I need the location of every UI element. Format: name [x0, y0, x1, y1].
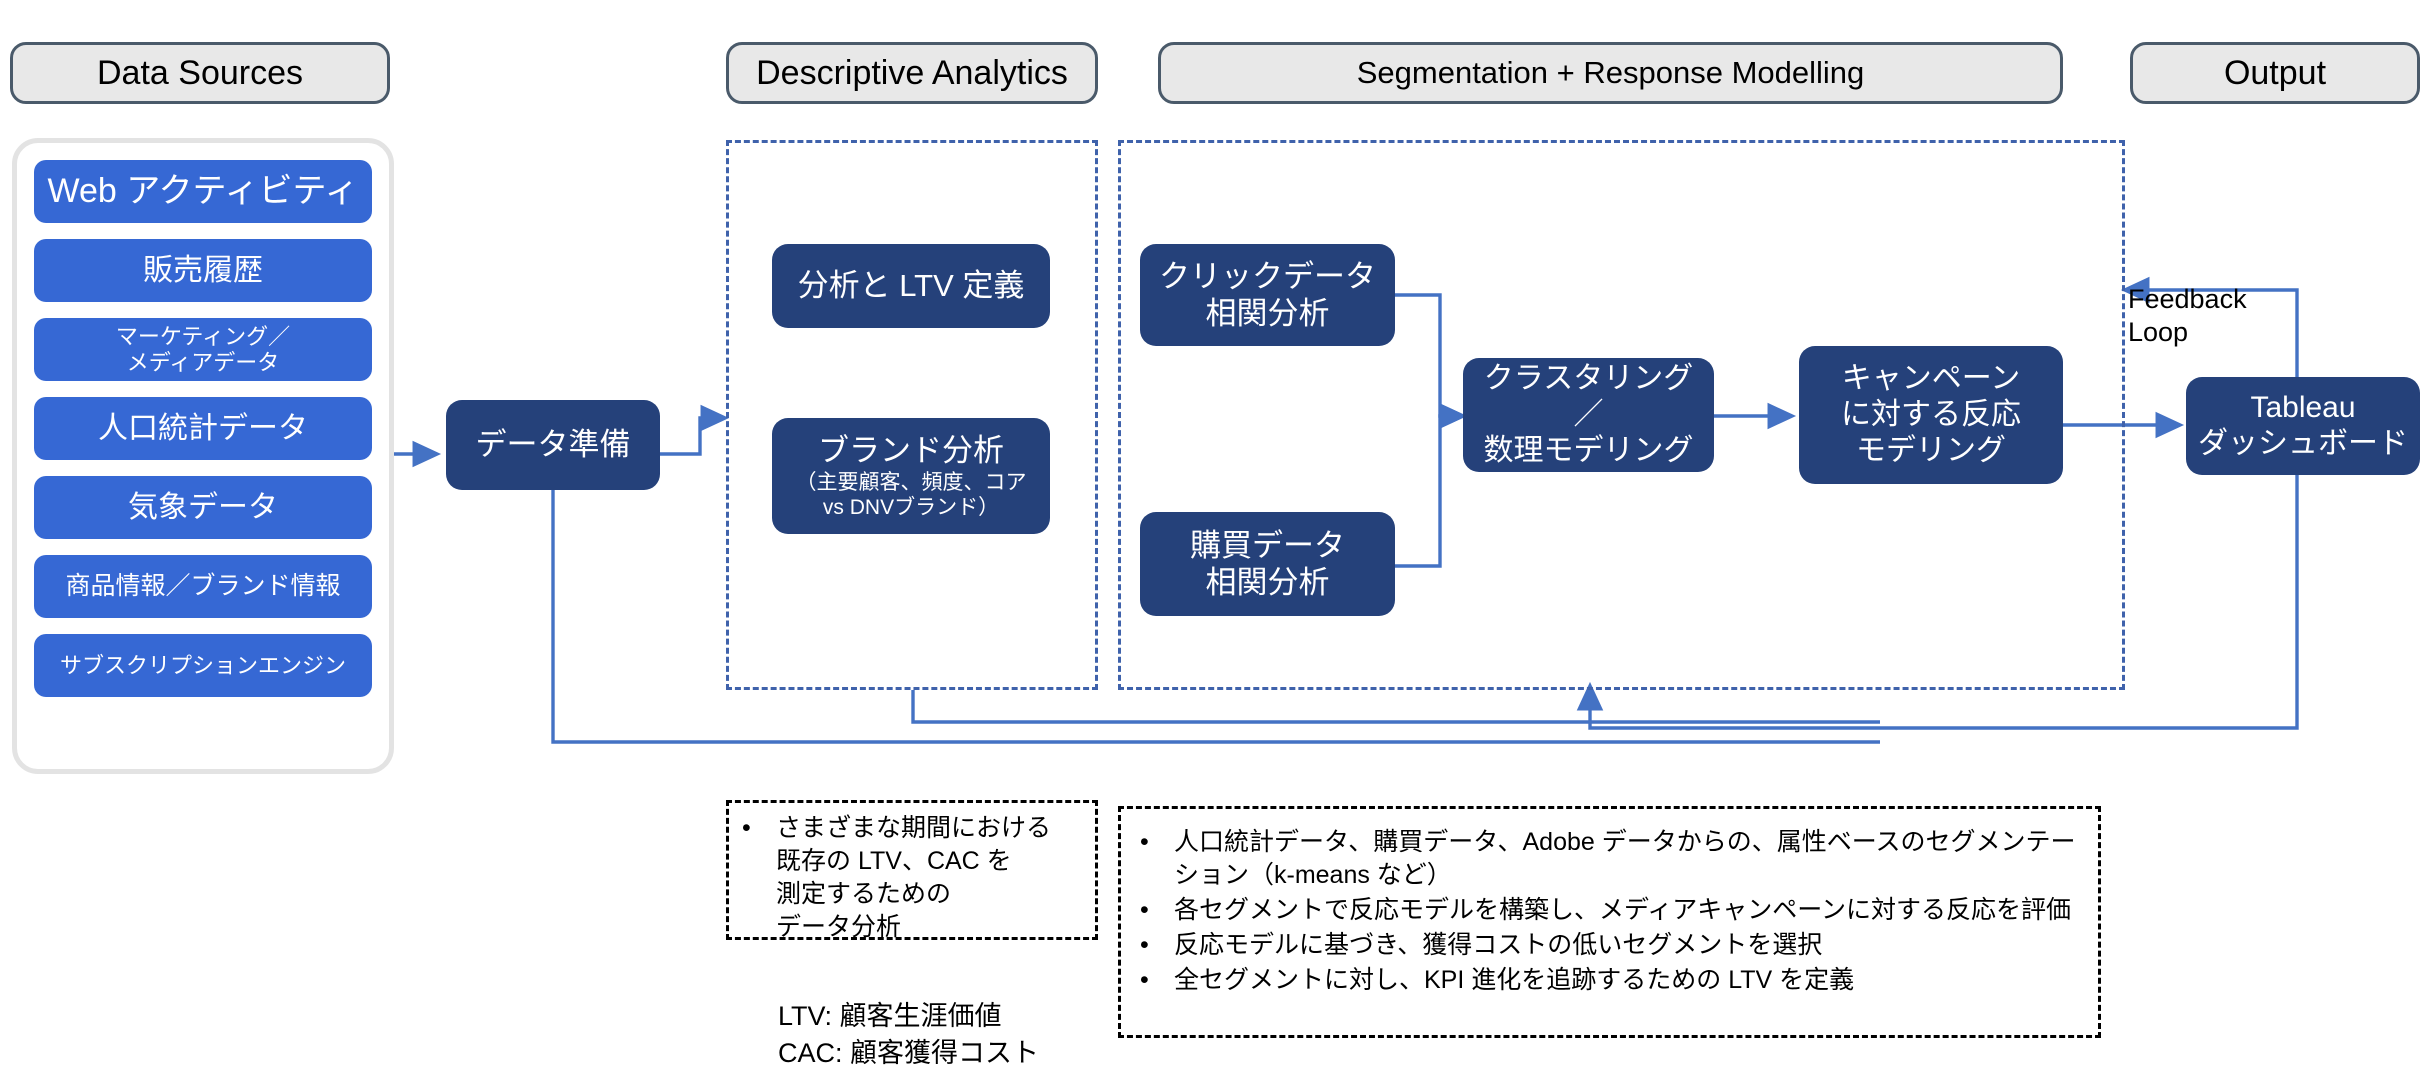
data-source-chip-label: 気象データ — [128, 490, 278, 524]
process-box-label: ブランド分析 — [818, 432, 1004, 468]
process-box-label: データ準備 — [475, 427, 631, 463]
wire-descriptive-bottom-return — [911, 690, 1880, 724]
data-source-chip-weather-data[interactable]: 気象データ — [34, 476, 372, 539]
data-source-chip-product-brand-info[interactable]: 商品情報／ブランド情報 — [34, 555, 372, 618]
bullet-glyph: • — [1140, 966, 1149, 994]
note-bullet-text: 人口統計データ、購買データ、Adobe データからの、属性ベースのセグメンテーシ… — [1174, 828, 2076, 889]
note-list-segmentation: • 人口統計データ、購買データ、Adobe データからの、属性ベースのセグメンテ… — [1140, 826, 2085, 999]
note-bullet-item: • 全セグメントに対し、KPI 進化を追跡するための LTV を定義 — [1140, 964, 2085, 997]
process-box-label: 分析と LTV 定義 — [797, 268, 1025, 304]
header-descriptive-analytics: Descriptive Analytics — [726, 42, 1098, 104]
bullet-glyph: • — [1140, 931, 1149, 959]
data-source-chip-label: 商品情報／ブランド情報 — [65, 571, 341, 600]
data-source-chip-label: Web アクティビティ — [47, 172, 359, 211]
data-source-chip-demographic-data[interactable]: 人口統計データ — [34, 397, 372, 460]
bullet-glyph: • — [1140, 828, 1149, 856]
process-box-click-data-correlation[interactable]: クリックデータ 相関分析 — [1140, 244, 1395, 346]
bullet-glyph: • — [1140, 896, 1149, 924]
data-source-chip-label: マーケティング／ メディアデータ — [115, 323, 291, 375]
note-bullet-item: • 各セグメントで反応モデルを構築し、メディアキャンペーンに対する反応を評価 — [1140, 894, 2085, 927]
process-box-analysis-ltv-definition[interactable]: 分析と LTV 定義 — [772, 244, 1050, 328]
data-source-chip-label: 人口統計データ — [98, 411, 308, 445]
note-bullet-item: • 反応モデルに基づき、獲得コストの低いセグメントを選択 — [1140, 929, 2085, 962]
process-box-tableau-dashboard[interactable]: Tableau ダッシュボード — [2186, 377, 2420, 475]
data-source-chip-subscription-engine[interactable]: サブスクリプションエンジン — [34, 634, 372, 697]
note-bullet-text: 各セグメントで反応モデルを構築し、メディアキャンペーンに対する反応を評価 — [1174, 896, 2072, 924]
process-box-data-prep[interactable]: データ準備 — [446, 400, 660, 490]
process-box-campaign-response-modelling[interactable]: キャンペーン に対する反応 モデリング — [1799, 346, 2063, 484]
group-descriptive-analytics — [726, 140, 1098, 690]
header-descriptive-analytics-label: Descriptive Analytics — [756, 53, 1068, 92]
wire-prep-to-descriptive — [660, 404, 730, 456]
process-box-label: Tableau ダッシュボード — [2198, 391, 2408, 460]
note-box-segmentation — [1118, 806, 2101, 1038]
note-bullet-text: 全セグメントに対し、KPI 進化を追跡するための LTV を定義 — [1174, 966, 1855, 994]
group-segmentation-response-modelling — [1118, 140, 2125, 690]
feedback-loop-label: Feedback Loop — [2128, 250, 2247, 349]
header-segmentation: Segmentation + Response Modelling — [1158, 42, 2063, 104]
process-box-label: 購買データ 相関分析 — [1190, 527, 1345, 600]
legend-abbreviations: LTV: 顧客生涯価値 CAC: 顧客獲得コスト — [778, 962, 1039, 1071]
process-box-label: クリックデータ 相関分析 — [1159, 258, 1376, 331]
note-bullet-text: 反応モデルに基づき、獲得コストの低いセグメントを選択 — [1174, 931, 1823, 959]
note-bullet-item: • 人口統計データ、購買データ、Adobe データからの、属性ベースのセグメンテ… — [1140, 826, 2085, 892]
process-box-label: キャンペーン に対する反応 モデリング — [1841, 362, 2021, 467]
note-list-descriptive: • さまざまな期間における 既存の LTV、CAC を 測定するための データ分… — [742, 812, 1092, 946]
bullet-glyph: • — [742, 814, 751, 842]
header-data-sources: Data Sources — [10, 42, 390, 104]
data-source-chip-label: 販売履歴 — [143, 253, 263, 287]
feedback-loop-text: Feedback Loop — [2128, 283, 2247, 347]
note-box-descriptive — [726, 800, 1098, 940]
data-source-chip-web-activity[interactable]: Web アクティビティ — [34, 160, 372, 223]
header-data-sources-label: Data Sources — [97, 53, 303, 92]
header-output-label: Output — [2223, 53, 2327, 92]
legend-text: LTV: 顧客生涯価値 CAC: 顧客獲得コスト — [778, 1001, 1040, 1068]
process-box-purchase-data-correlation[interactable]: 購買データ 相関分析 — [1140, 512, 1395, 616]
data-source-chip-marketing-media-data[interactable]: マーケティング／ メディアデータ — [34, 318, 372, 381]
note-bullet-text: さまざまな期間における 既存の LTV、CAC を 測定するための データ分析 — [776, 814, 1052, 941]
note-bullet-item: • さまざまな期間における 既存の LTV、CAC を 測定するための データ分… — [742, 812, 1092, 944]
process-box-sublabel: （主要顧客、頻度、コア vs DNVブランド） — [795, 470, 1027, 519]
process-box-brand-analysis[interactable]: ブランド分析 （主要顧客、頻度、コア vs DNVブランド） — [772, 418, 1050, 534]
process-box-label: クラスタリング／ 数理モデリング — [1483, 362, 1694, 467]
header-output: Output — [2130, 42, 2420, 104]
data-source-chip-label: サブスクリプションエンジン — [59, 652, 346, 678]
header-segmentation-label: Segmentation + Response Modelling — [1356, 55, 1865, 90]
data-source-chip-sales-history[interactable]: 販売履歴 — [34, 239, 372, 302]
process-box-clustering-mathematical-modelling[interactable]: クラスタリング／ 数理モデリング — [1463, 358, 1714, 472]
